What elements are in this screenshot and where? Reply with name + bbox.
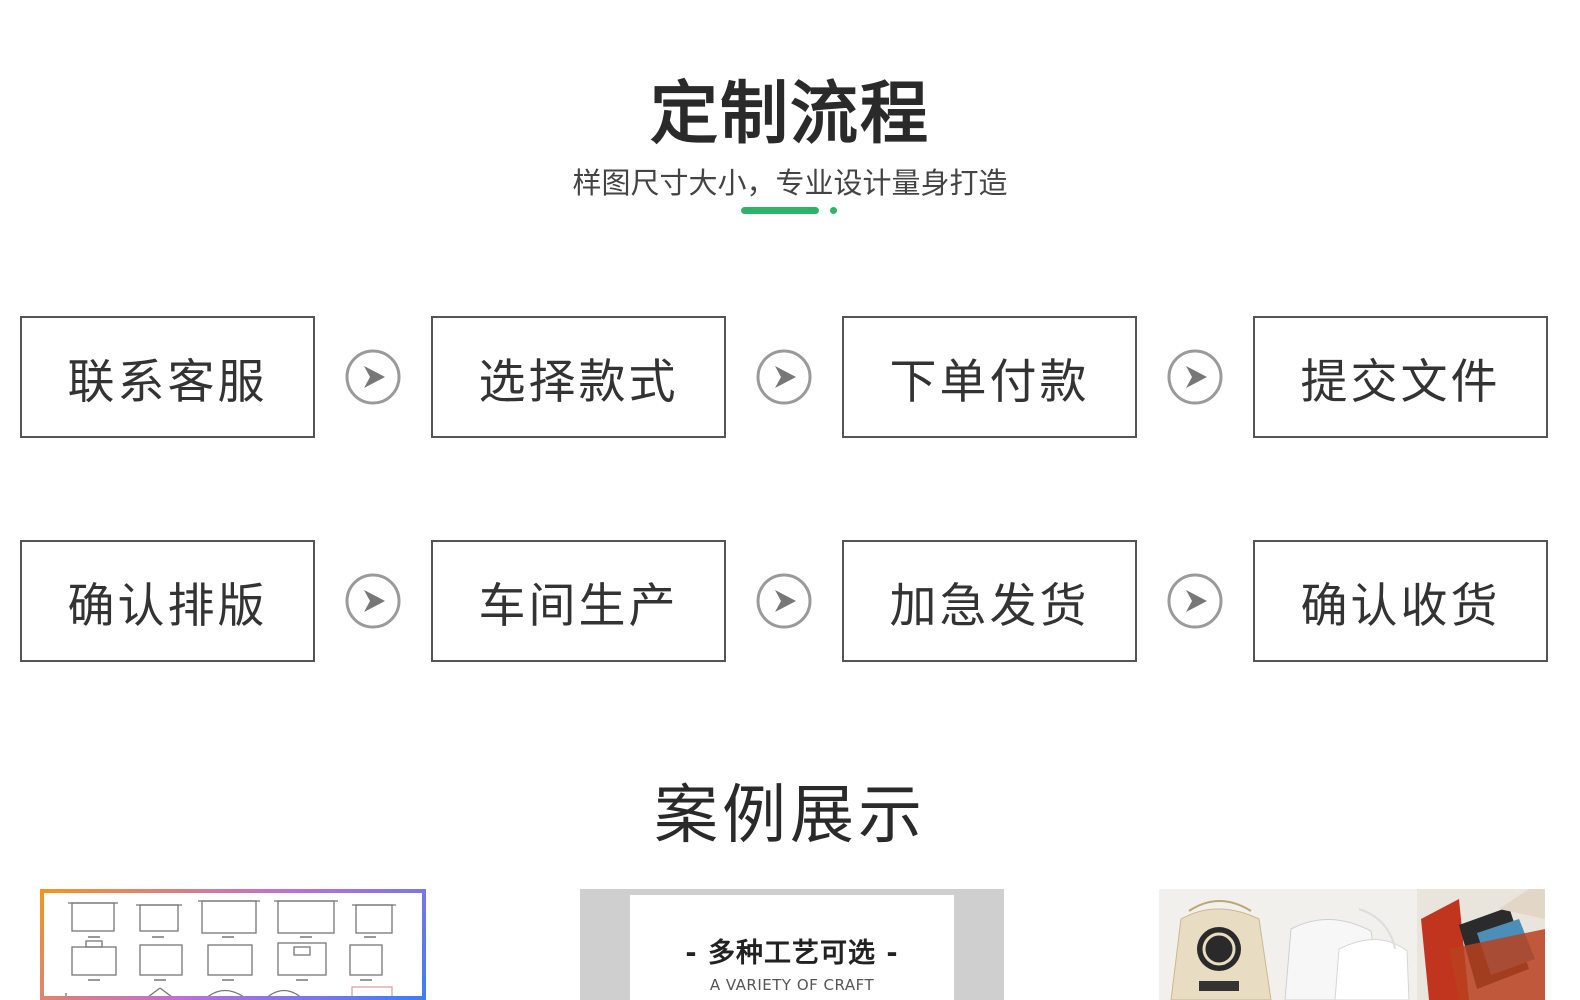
- circle-play-arrow-icon: [756, 349, 812, 405]
- craft-banner-subtitle: A VARIETY OF CRAFT: [709, 976, 875, 994]
- craft-banner-panel: - 多种工艺可选 - A VARIETY OF CRAFT: [630, 895, 954, 1000]
- process-subtitle: 样图尺寸大小，专业设计量身打造: [572, 166, 1008, 200]
- step-choose-style[interactable]: 选择款式: [431, 316, 726, 438]
- title-underline-dot: [830, 207, 837, 214]
- title-underline-bar: [741, 207, 819, 214]
- bag-diagram-image: [65, 900, 396, 996]
- step-order-pay[interactable]: 下单付款: [842, 316, 1137, 438]
- circle-play-arrow-icon: [756, 573, 812, 629]
- product-photo-image: [1159, 889, 1545, 1000]
- process-title: 定制流程: [649, 75, 930, 154]
- circle-play-arrow-icon: [345, 349, 401, 405]
- circle-play-arrow-icon: [1167, 349, 1223, 405]
- craft-banner-title: - 多种工艺可选 -: [685, 938, 899, 969]
- step-confirm-layout[interactable]: 确认排版: [20, 540, 315, 662]
- circle-play-arrow-icon: [1167, 573, 1223, 629]
- step-contact-service[interactable]: 联系客服: [20, 316, 315, 438]
- case-product-photo[interactable]: [1159, 889, 1545, 1000]
- cases-title: 案例展示: [654, 779, 926, 853]
- step-confirm-receipt[interactable]: 确认收货: [1253, 540, 1548, 662]
- circle-play-arrow-icon: [345, 573, 401, 629]
- case-craft-banner[interactable]: - 多种工艺可选 - A VARIETY OF CRAFT: [580, 889, 1004, 1000]
- step-submit-files[interactable]: 提交文件: [1253, 316, 1548, 438]
- step-workshop-production[interactable]: 车间生产: [431, 540, 726, 662]
- step-express-shipping[interactable]: 加急发货: [842, 540, 1137, 662]
- case-bag-size-diagram[interactable]: [40, 889, 426, 1000]
